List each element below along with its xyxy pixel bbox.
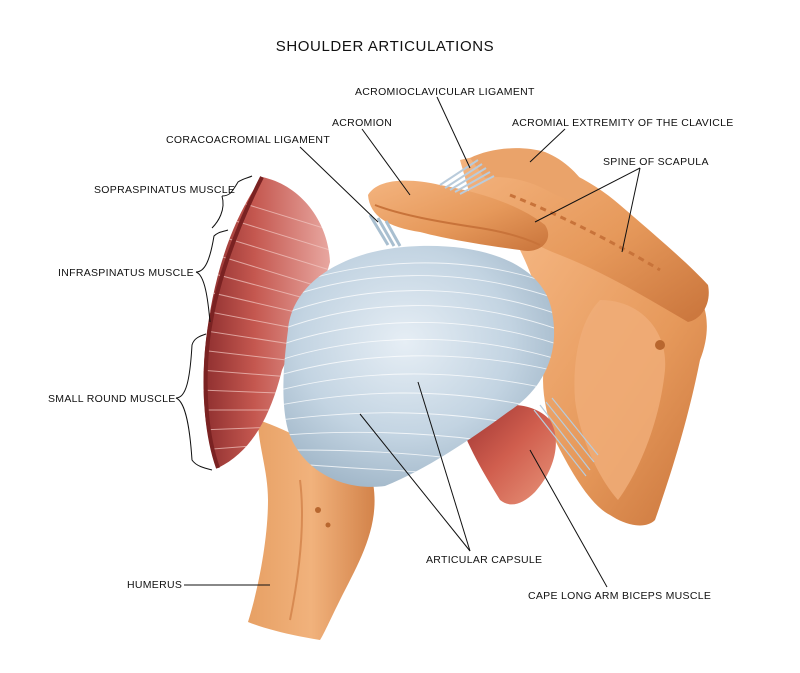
humerus-foramen-2 [325, 522, 331, 528]
humerus-foramen [315, 507, 321, 513]
label-spine-of-scapula: SPINE OF SCAPULA [603, 156, 709, 168]
scapula-foramen [655, 340, 665, 350]
label-acromion: ACROMION [332, 117, 393, 129]
label-coracoacromial-ligament: CORACOACROMIAL LIGAMENT [166, 134, 331, 146]
clavicle-shape [470, 148, 592, 201]
label-infraspinatus-muscle: INFRASPINATUS MUSCLE [58, 267, 194, 279]
muscle-edge [203, 176, 264, 469]
label-acromioclavicular-ligament: ACROMIOCLAVICULAR LIGAMENT [355, 86, 535, 98]
scapula-fossa [574, 300, 666, 500]
articular-capsule-shape [283, 245, 555, 487]
coracoacromial-ligament-shape [368, 214, 402, 247]
label-humerus: HUMERUS [127, 579, 183, 591]
label-biceps-muscle: CAPE LONG ARM BICEPS MUSCLE [528, 590, 712, 602]
biceps-tendon-fibers [533, 397, 599, 477]
spine-ridge [509, 193, 661, 272]
capsule-fibers [283, 262, 555, 473]
spine-of-scapula-shape [460, 155, 709, 322]
label-small-round-muscle: SMALL ROUND MUSCLE [48, 393, 176, 405]
label-acromial-extremity: ACROMIAL EXTREMITY OF THE CLAVICLE [512, 117, 734, 129]
page-title: SHOULDER ARTICULATIONS [275, 38, 495, 55]
acromioclavicular-ligament-shape [439, 159, 495, 195]
label-articular-capsule: ARTICULAR CAPSULE [426, 554, 543, 566]
leader-lines [175, 96, 641, 588]
label-sopraspinatus-muscle: SOPRASPINATUS MUSCLE [94, 184, 236, 196]
humerus-groove [289, 479, 303, 621]
acromion-shadow [374, 204, 541, 246]
